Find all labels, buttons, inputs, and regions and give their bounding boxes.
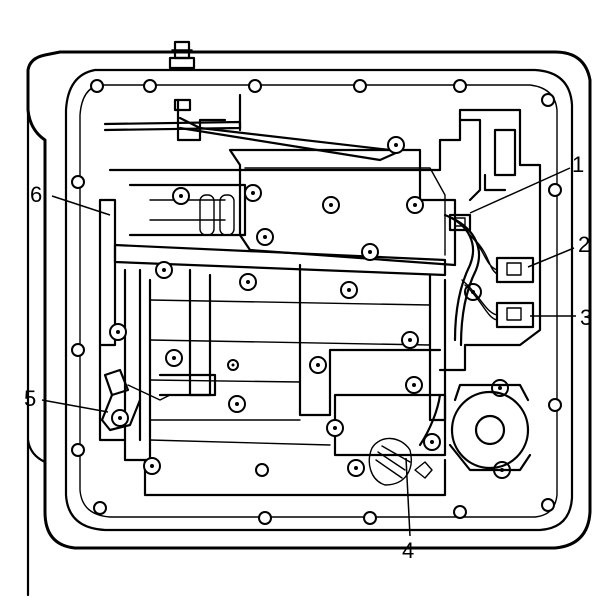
bolt <box>239 273 257 291</box>
gasket-hole <box>143 79 157 93</box>
gasket-hole <box>93 501 107 515</box>
valve-body-bolts <box>109 136 511 479</box>
callout-4: 4 <box>402 538 414 563</box>
case-outline <box>26 50 592 597</box>
bolt <box>347 459 365 477</box>
gasket-hole <box>453 505 467 519</box>
bolt <box>244 184 262 202</box>
bolt <box>401 331 419 349</box>
leader-1 <box>469 167 571 214</box>
leader-2 <box>527 247 575 268</box>
gasket-hole <box>90 79 104 93</box>
leader-6 <box>51 195 111 216</box>
bolt <box>109 323 127 341</box>
bolt <box>256 228 274 246</box>
bolt <box>155 261 173 279</box>
callouts: 1 2 3 4 5 6 <box>24 152 592 563</box>
gasket-hole <box>71 443 85 457</box>
bolt <box>326 419 344 437</box>
pressure-switch-assembly <box>368 383 532 486</box>
gasket-hole <box>363 511 377 525</box>
gasket-hole <box>353 79 367 93</box>
bolt <box>423 433 441 451</box>
bolt <box>361 243 379 261</box>
gasket-hole <box>71 175 85 189</box>
bolt <box>387 136 405 154</box>
gasket-hole <box>255 463 269 477</box>
gasket-hole <box>541 93 555 107</box>
bolt <box>405 376 423 394</box>
leader-5 <box>41 399 109 413</box>
bolt <box>165 349 183 367</box>
callout-3: 3 <box>580 305 592 330</box>
detent-linkage <box>103 93 402 162</box>
top-stud <box>168 40 196 70</box>
gasket-hole <box>453 79 467 93</box>
gasket-hole <box>258 511 272 525</box>
leader-lines <box>41 167 576 537</box>
callout-2: 2 <box>578 232 590 257</box>
gasket-hole <box>548 398 562 412</box>
callout-1: 1 <box>572 152 584 177</box>
bolt <box>143 457 161 475</box>
bolt <box>309 356 327 374</box>
bolt <box>227 359 239 371</box>
wiring-harness <box>418 213 481 447</box>
gasket-hole <box>548 183 562 197</box>
bolt <box>111 409 129 427</box>
bolt <box>322 196 340 214</box>
bolt <box>228 395 246 413</box>
gasket-hole <box>541 498 555 512</box>
callout-5: 5 <box>24 386 36 411</box>
shift-solenoid-connectors <box>448 213 535 329</box>
gasket-holes <box>71 79 562 525</box>
bolt <box>340 281 358 299</box>
gasket-hole <box>248 79 262 93</box>
gasket-hole <box>71 343 85 357</box>
leader-4 <box>405 457 411 537</box>
bolt <box>406 196 424 214</box>
valve-body <box>98 108 542 497</box>
bolt <box>172 187 190 205</box>
callout-6: 6 <box>30 182 42 207</box>
